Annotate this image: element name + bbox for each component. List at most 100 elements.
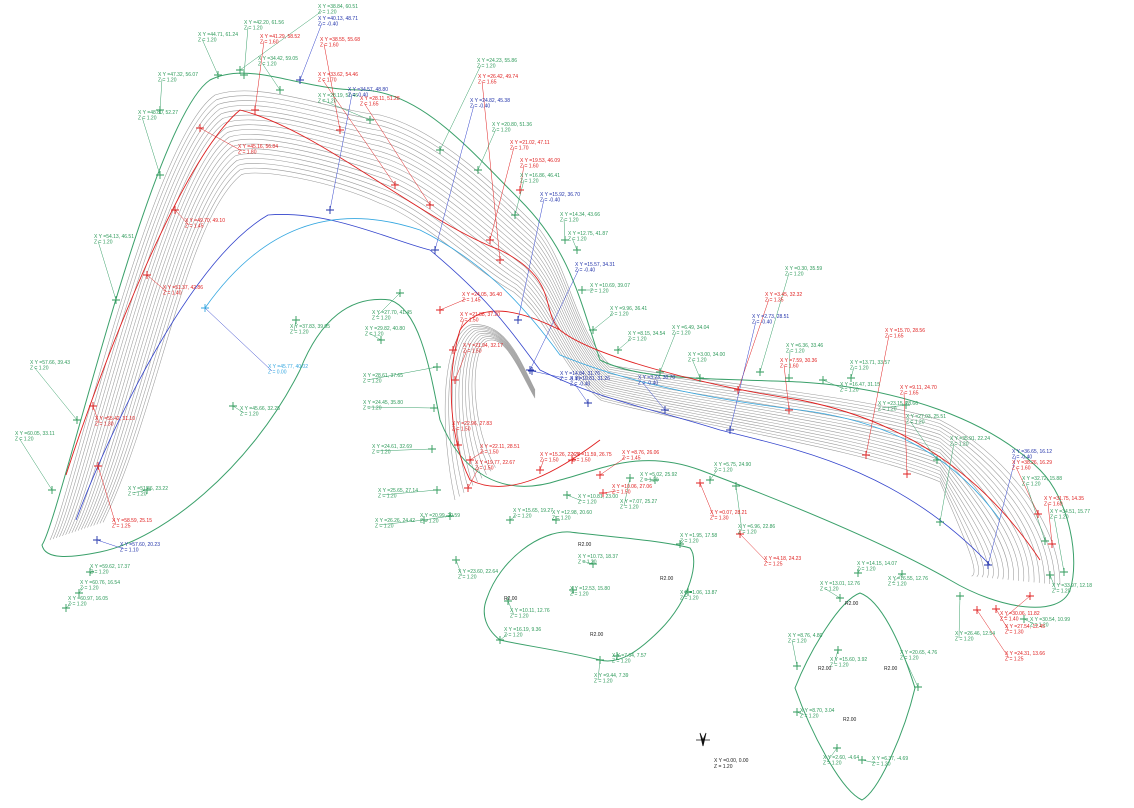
- point-label-coords: X Y =8.70, 3.04: [800, 708, 835, 714]
- radius-label: R2.00: [660, 576, 674, 582]
- point-marker: [229, 402, 237, 410]
- point-marker: [251, 106, 259, 114]
- bottom-left-island: [483, 531, 695, 662]
- point-marker: [511, 211, 519, 219]
- leader-line: [891, 573, 903, 584]
- leader-line: [96, 539, 125, 550]
- point-marker: [914, 683, 922, 691]
- point-label-coords: X Y =23.60, 22.64: [458, 569, 498, 575]
- point-marker: [936, 518, 944, 526]
- leader-line: [232, 405, 245, 414]
- point-marker: [656, 368, 664, 376]
- point-marker: [569, 586, 577, 594]
- contour-line: [52, 95, 1056, 585]
- leader-line: [254, 40, 265, 111]
- leader-line: [641, 381, 666, 411]
- leader-line: [467, 466, 480, 489]
- point-marker: [75, 589, 83, 597]
- leader-line: [573, 382, 589, 404]
- leader-line: [539, 458, 545, 471]
- point-label-coords: X Y =38.26, 16.29: [1012, 460, 1052, 466]
- point-marker: [1026, 592, 1034, 600]
- leader-line: [791, 639, 798, 667]
- point-marker: [973, 606, 981, 614]
- point-marker: [726, 426, 734, 434]
- leader-line: [509, 514, 518, 521]
- point-marker: [73, 416, 81, 424]
- point-label-elevation: Z = 1.20: [560, 218, 579, 224]
- point-label-elevation: Z = 1.20: [906, 420, 925, 426]
- point-marker: [706, 476, 714, 484]
- point-label-elevation: Z = 1.20: [68, 602, 87, 608]
- point-label-elevation: Z = 1.20: [578, 560, 597, 566]
- leader-line: [239, 10, 323, 71]
- point-label-elevation: Z = 1.20: [365, 332, 384, 338]
- point-marker: [613, 652, 621, 660]
- leader-line: [423, 515, 451, 521]
- point-marker: [984, 561, 992, 569]
- leader-line: [97, 465, 117, 526]
- point-marker: [696, 479, 704, 487]
- point-label-elevation: Z = 1.45: [185, 224, 204, 230]
- point-marker: [661, 406, 669, 414]
- leader-line: [599, 456, 627, 476]
- leader-line: [439, 64, 482, 151]
- point-label-elevation: Z = 1.20: [375, 524, 394, 530]
- point-marker: [433, 486, 441, 494]
- point-label-coords: X Y =28.61, 37.65: [363, 373, 403, 379]
- point-label-coords: X Y =16.19, 9.36: [504, 627, 541, 633]
- point-marker: [732, 482, 740, 490]
- leader-line: [796, 711, 805, 716]
- leader-line: [833, 649, 839, 665]
- point-marker: [1060, 568, 1068, 576]
- leader-line: [378, 519, 425, 526]
- point-label-elevation: Z = 1.20: [830, 663, 849, 669]
- leader-line: [261, 62, 281, 91]
- leader-line: [201, 38, 219, 76]
- point-label-elevation: Z = 1.20: [520, 179, 539, 185]
- point-marker: [454, 441, 462, 449]
- point-label-elevation: Z = -0.40: [540, 198, 560, 204]
- contour-line: [84, 143, 1004, 580]
- point-label-coords: X Y =7.59, 30.36: [780, 358, 817, 364]
- point-label-coords: X Y =15.65, 19.27: [513, 508, 553, 514]
- point-label-elevation: Z = -0.40: [752, 320, 772, 326]
- point-marker: [736, 530, 744, 538]
- point-label-coords: X Y =38.55, 55.68: [320, 37, 360, 43]
- leader-line: [141, 116, 161, 176]
- leader-line: [861, 759, 877, 764]
- point-label-coords: X Y =8.15, 34.54: [628, 331, 665, 337]
- point-label-elevation: Z = 1.50: [612, 490, 631, 496]
- point-label-elevation: Z = 1.20: [90, 570, 109, 576]
- leader-line: [850, 366, 855, 379]
- point-label-coords: X Y =6.37, -4.69: [872, 756, 908, 762]
- point-label-elevation: Z = 1.20: [158, 78, 177, 84]
- leader-line: [939, 442, 955, 523]
- point-label-elevation: Z = 1.20: [578, 500, 597, 506]
- leader-line: [299, 22, 323, 81]
- point-label-elevation: Z = 1.60: [260, 40, 279, 46]
- point-marker: [430, 404, 438, 412]
- point-label-elevation: Z = 1.30: [95, 422, 114, 428]
- leader-line: [976, 609, 1010, 659]
- leader-line: [368, 332, 382, 341]
- contour-line: [468, 336, 536, 475]
- point-label-elevation: Z = 1.20: [492, 128, 511, 134]
- point-label-elevation: Z = 1.50: [480, 450, 499, 456]
- point-marker: [449, 346, 457, 354]
- radius-label: R2.00: [590, 632, 604, 638]
- leader-line: [159, 78, 163, 111]
- point-label-coords: X Y =38.84, 60.51: [318, 4, 358, 10]
- leader-line: [375, 292, 401, 318]
- point-label-elevation: Z = 1.40: [1000, 617, 1019, 623]
- leader-line: [33, 366, 78, 421]
- point-label-coords: X Y =10.11, 12.76: [510, 608, 550, 614]
- point-marker: [426, 201, 434, 209]
- point-marker: [336, 126, 344, 134]
- leader-line: [514, 179, 525, 216]
- point-label-elevation: Z = 1.60: [780, 364, 799, 370]
- point-label-coords: X Y =14.15, 14.07: [857, 561, 897, 567]
- point-label-elevation: Z = 1.20: [363, 406, 382, 412]
- point-marker: [446, 512, 454, 520]
